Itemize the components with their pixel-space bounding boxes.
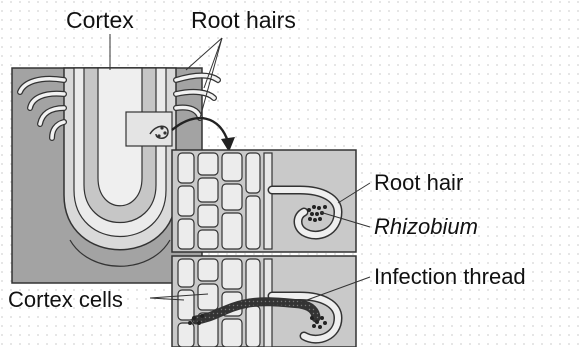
root-hair-panel — [172, 150, 356, 252]
label-cortex: Cortex — [66, 9, 134, 32]
label-rhizobium: Rhizobium — [374, 216, 478, 238]
label-root-hairs: Root hairs — [191, 9, 296, 32]
label-root-hair: Root hair — [374, 172, 463, 194]
infection-thread-panel — [172, 256, 356, 347]
label-infection-thread: Infection thread — [374, 266, 526, 288]
zoom-region-box — [126, 112, 172, 146]
label-cortex-cells: Cortex cells — [8, 289, 123, 311]
